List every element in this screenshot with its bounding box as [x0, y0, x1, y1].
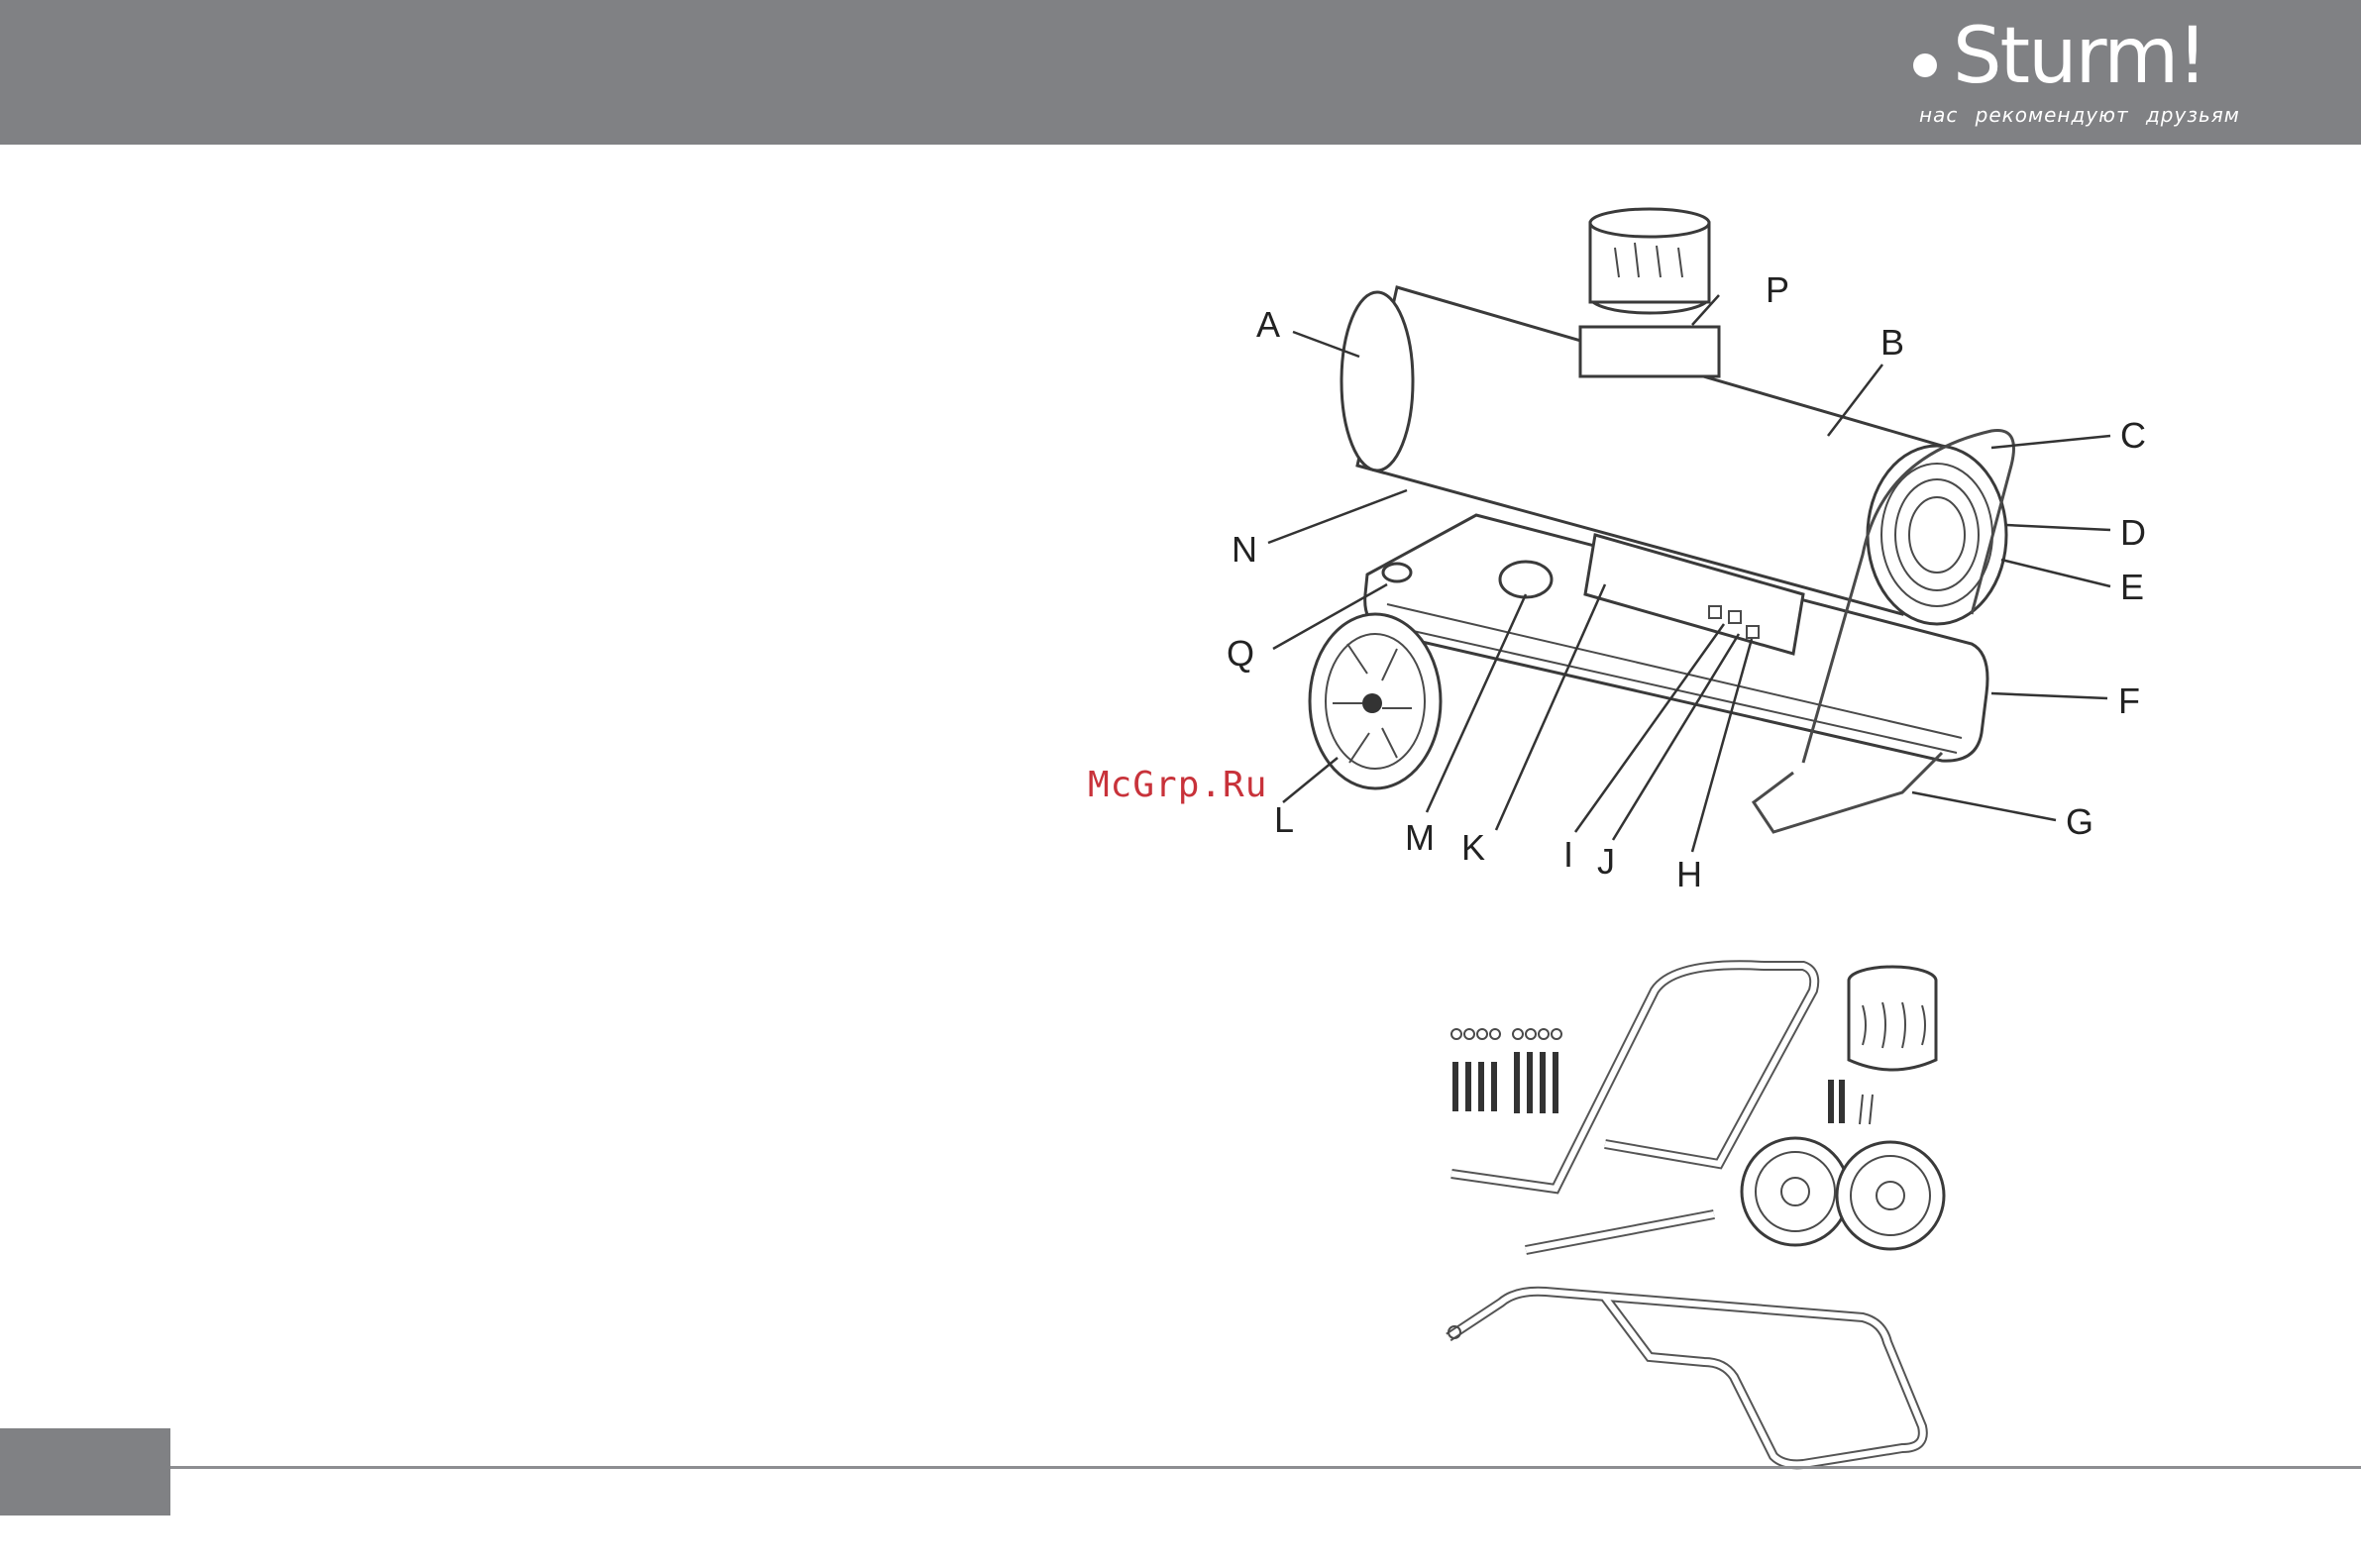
fasteners-group — [1451, 1029, 1873, 1124]
label-f: F — [2118, 680, 2140, 721]
label-d: D — [2120, 512, 2146, 553]
watermark: McGrp.Ru — [1088, 765, 1267, 805]
label-q: Q — [1227, 633, 1254, 674]
label-p: P — [1766, 269, 1789, 310]
label-n: N — [1232, 529, 1257, 570]
label-h: H — [1676, 854, 1702, 894]
label-a: A — [1256, 304, 1280, 345]
label-i: I — [1563, 834, 1573, 875]
label-m: M — [1405, 817, 1435, 858]
page-number-box — [0, 1428, 170, 1516]
heater-assembled — [1310, 209, 2014, 832]
label-e: E — [2120, 567, 2144, 607]
parts-kit — [1449, 965, 1944, 1464]
label-l: L — [1274, 799, 1294, 840]
label-k: K — [1461, 827, 1485, 868]
label-c: C — [2120, 415, 2146, 456]
label-j: J — [1597, 841, 1615, 882]
label-b: B — [1880, 322, 1904, 363]
label-g: G — [2066, 801, 2093, 842]
footer-rule — [170, 1466, 2361, 1469]
